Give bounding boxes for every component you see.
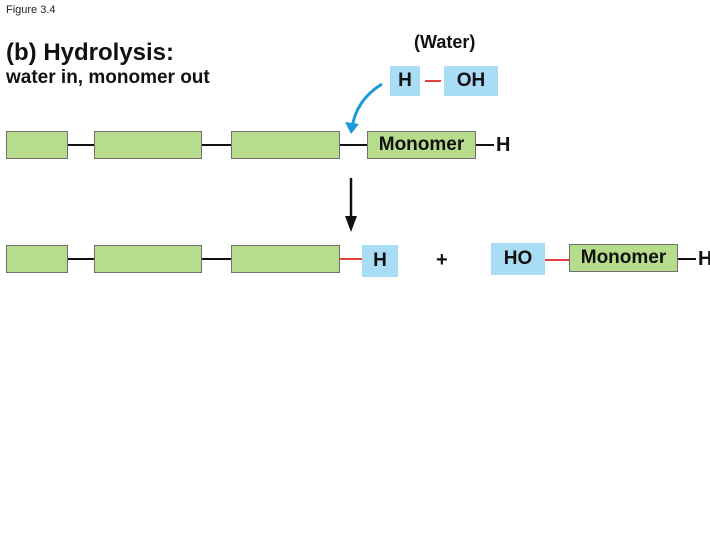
water-arrow [350,82,383,129]
water-arrow-head [345,122,359,134]
water-label: (Water) [414,32,476,52]
bond-5 [202,258,231,260]
monomer-box-3 [231,131,340,159]
plus-sign: + [436,249,448,271]
water-bond [425,80,441,82]
end-bond-top [476,144,494,146]
end-h-bottom: H [698,248,710,270]
water-h-box: H [390,66,420,96]
monomer-box-6 [94,245,202,273]
chain-end-h-box: H [362,245,398,277]
released-monomer-box: Monomer [569,244,678,272]
diagram-title: (b) Hydrolysis: [6,39,175,66]
bond-1 [68,144,94,146]
monomer-box-1 [6,131,68,159]
monomer-box-4: Monomer [367,131,476,159]
end-bond-bottom [678,258,696,260]
ho-box: HO [491,243,545,275]
bond-3 [340,144,367,146]
bond-4 [68,258,94,260]
bond-2 [202,144,231,146]
new-bond-chain [340,258,362,260]
figure-label: Figure 3.4 [6,4,56,16]
water-oh-box: OH [444,66,498,96]
new-bond-monomer [545,259,569,261]
diagram-subtitle: water in, monomer out [6,67,210,88]
monomer-box-2 [94,131,202,159]
reaction-arrow-head [345,216,357,232]
end-h-top: H [496,134,511,156]
monomer-box-5 [6,245,68,273]
monomer-box-7 [231,245,340,273]
